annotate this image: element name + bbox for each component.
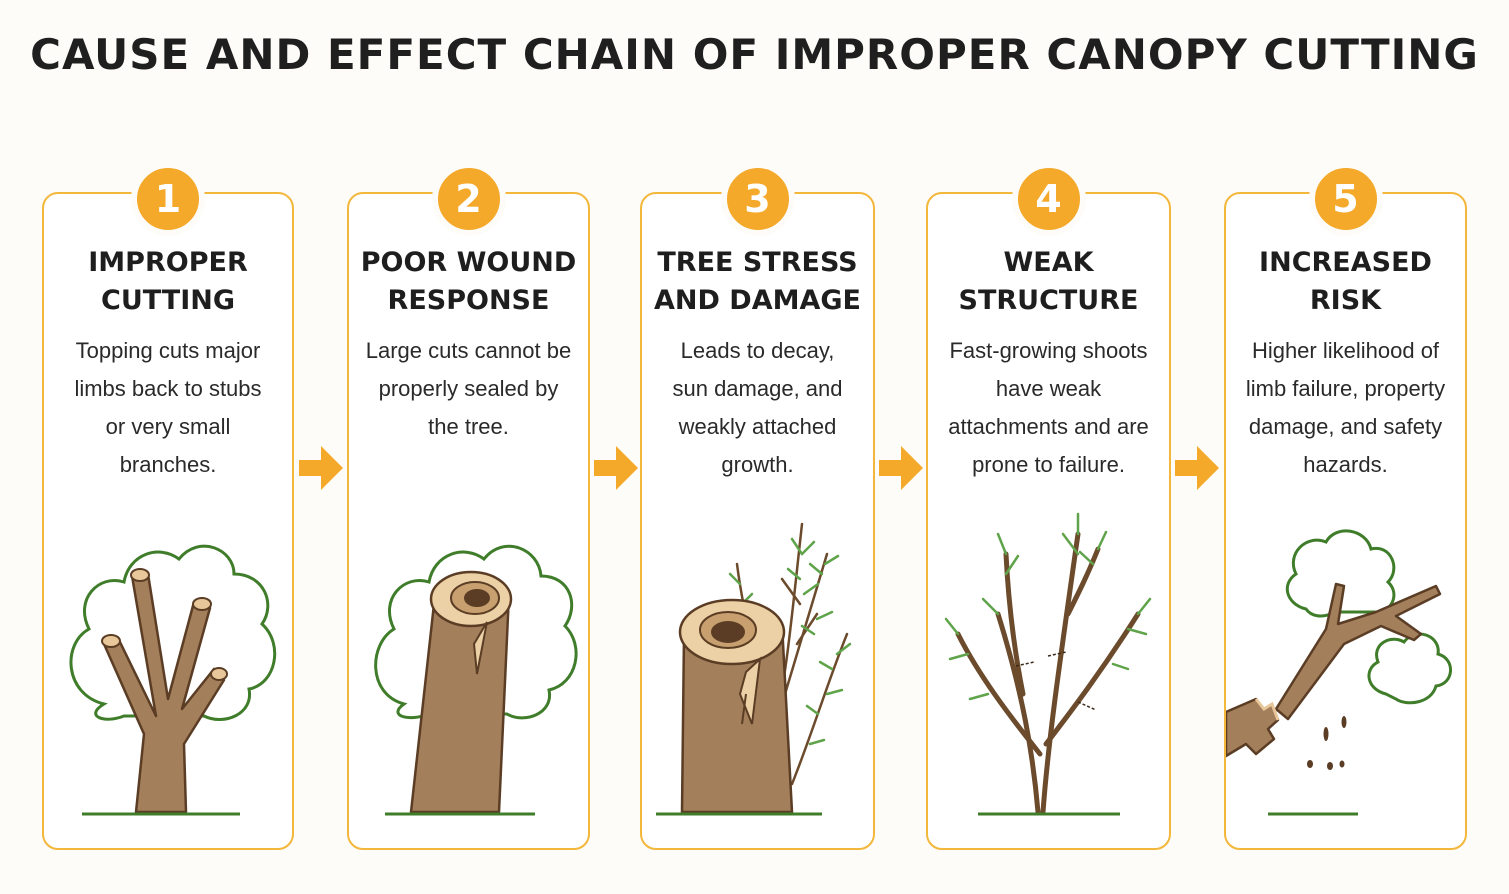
step-heading: IMPROPER CUTTING (88, 247, 248, 316)
step-heading: WEAK STRUCTURE (958, 247, 1139, 316)
falling-limb-illustration (1226, 529, 1452, 816)
step-description: Leads to decay, sun damage, and weakly a… (672, 338, 843, 477)
step-number-badge: 5 (1308, 162, 1383, 236)
arrow-right-icon (1175, 446, 1219, 490)
step-description: Higher likelihood of limb failure, prope… (1245, 338, 1446, 477)
step-card-5: 5 INCREASED RISK Higher likelihood of li… (1224, 162, 1467, 850)
arrow-right-icon (594, 446, 638, 490)
step-card-1: 1 IMPROPER CUTTING Topping cuts major li… (42, 162, 294, 850)
step-card-4: 4 WEAK STRUCTURE Fast-growing shoots hav… (926, 162, 1171, 850)
step-number-badge: 1 (131, 162, 205, 236)
step-number-badge: 3 (720, 162, 795, 236)
step-description: Fast-growing shoots have weak attachment… (948, 338, 1149, 477)
topped-tree-illustration (69, 544, 277, 816)
step-description: Large cuts cannot be properly sealed by … (365, 338, 572, 439)
arrow-right-icon (879, 446, 923, 490)
step-number-badge: 2 (431, 162, 506, 236)
step-heading: TREE STRESS AND DAMAGE (654, 247, 861, 316)
wounded-trunk-illustration (374, 544, 578, 816)
arrow-right-icon (299, 446, 343, 490)
step-number-badge: 4 (1011, 162, 1086, 236)
decaying-stump-with-shoots-illustration (656, 522, 852, 816)
step-description: Topping cuts major limbs back to stubs o… (74, 338, 262, 477)
step-card-3: 3 TREE STRESS AND DAMAGE Leads to decay,… (640, 162, 875, 850)
step-heading: POOR WOUND RESPONSE (360, 247, 577, 316)
step-card-2: 2 POOR WOUND RESPONSE Large cuts cannot … (347, 162, 590, 850)
page-title: CAUSE AND EFFECT CHAIN OF IMPROPER CANOP… (30, 30, 1479, 79)
step-heading: INCREASED RISK (1259, 247, 1432, 316)
weak-shoots-tree-illustration (944, 512, 1152, 816)
